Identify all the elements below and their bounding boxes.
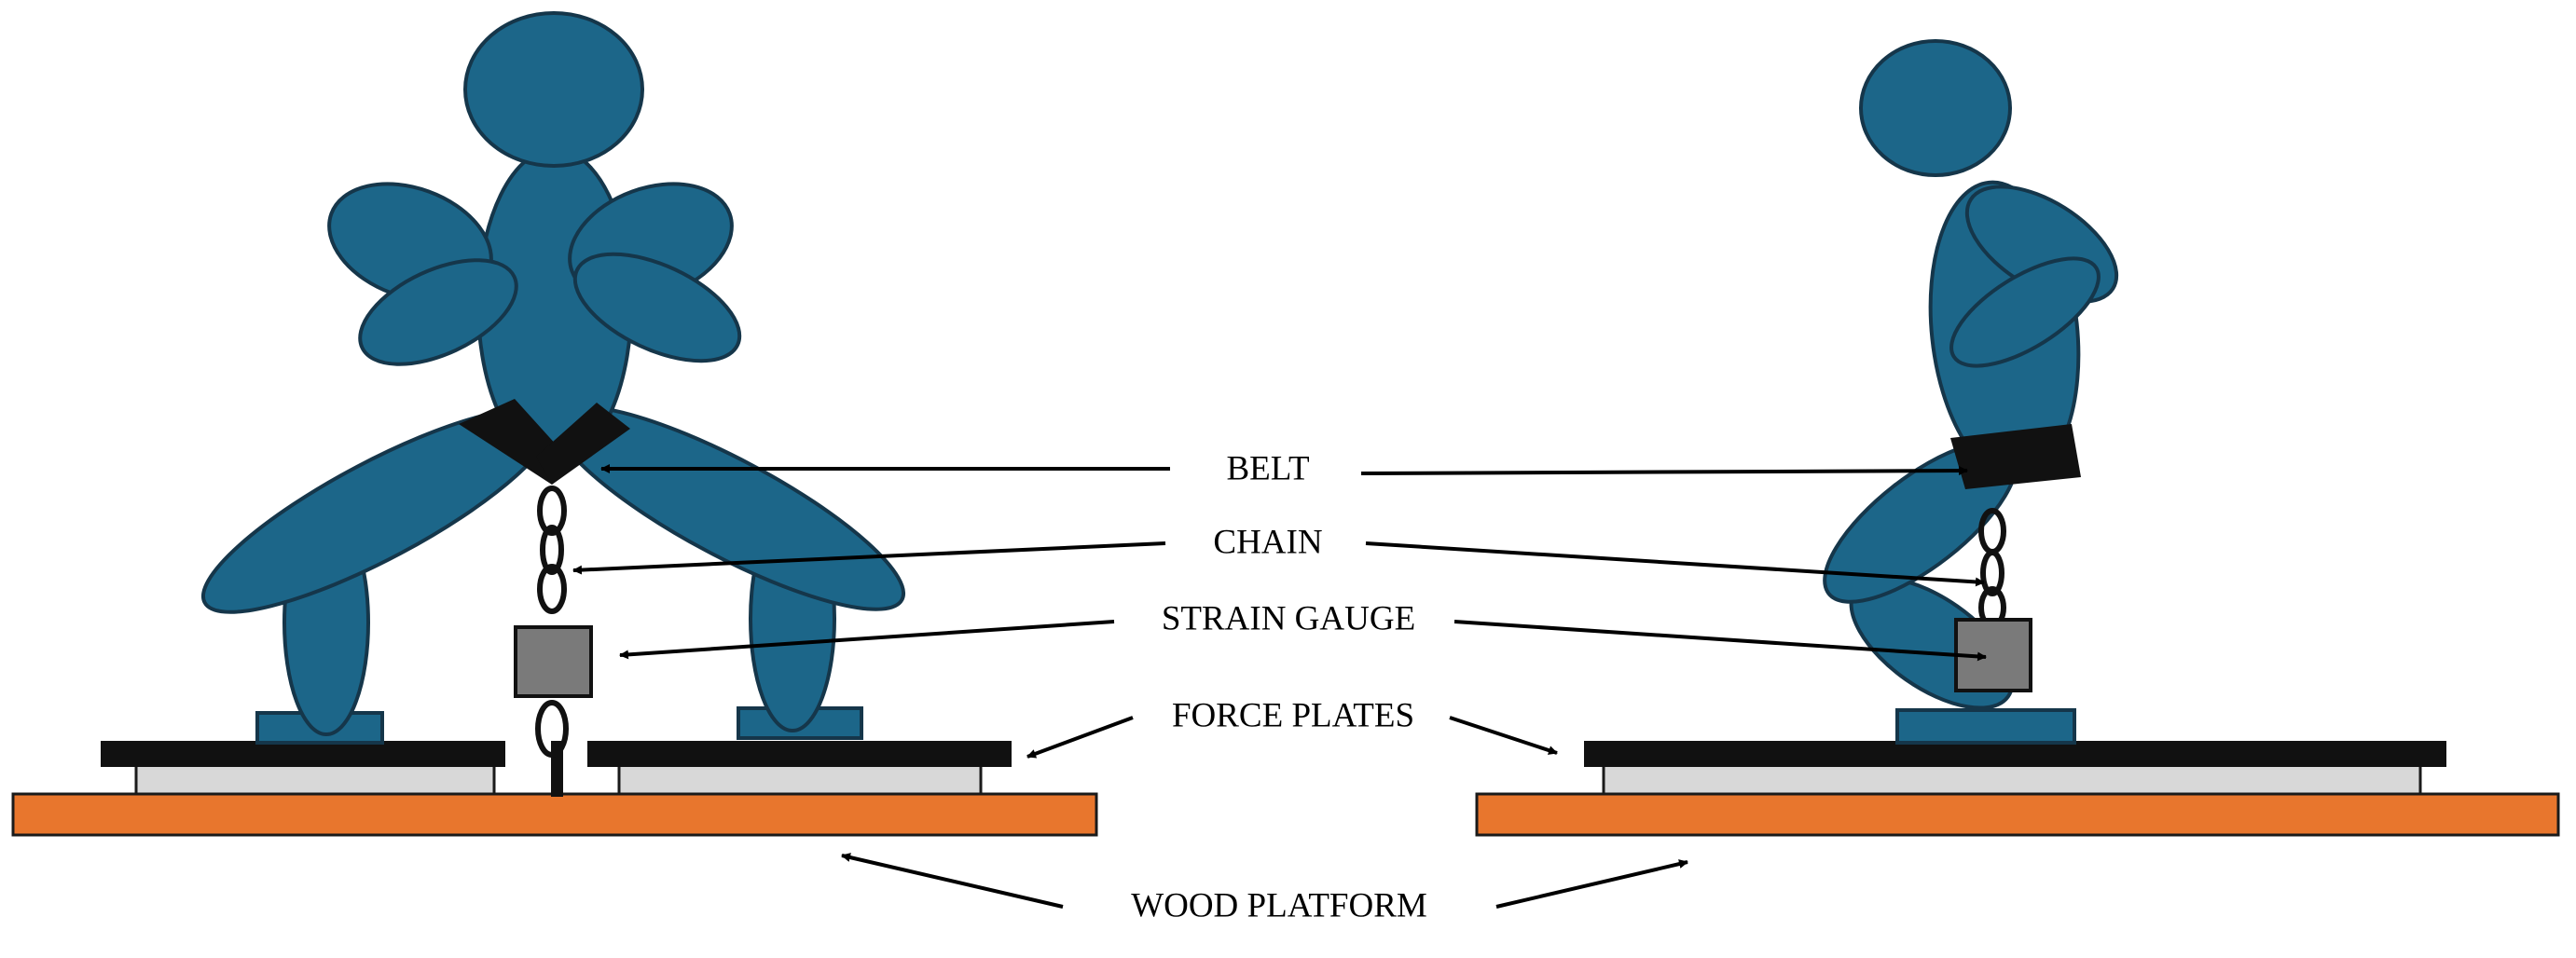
belt-label: BELT bbox=[1226, 449, 1309, 487]
left-wood-platform bbox=[11, 792, 1098, 837]
strain-gauge-arrow-right bbox=[1453, 620, 1987, 662]
right-force-plate bbox=[1584, 741, 2446, 796]
left-force-plate-1 bbox=[101, 741, 505, 796]
chain-arrow-left bbox=[572, 541, 1166, 575]
right-wood-platform bbox=[1475, 792, 2560, 837]
left-force-plate-2 bbox=[587, 741, 1012, 796]
force-plates-label: FORCE PLATES bbox=[1172, 696, 1414, 734]
strain-gauge-label: STRAIN GAUGE bbox=[1162, 599, 1415, 637]
annotation-arrows bbox=[572, 464, 1987, 909]
chain-label: CHAIN bbox=[1213, 523, 1322, 561]
left-setup bbox=[11, 11, 1098, 837]
strain-gauge-arrow-left bbox=[619, 620, 1115, 660]
labels: BELT CHAIN STRAIN GAUGE FORCE PLATES WOO… bbox=[1072, 449, 1487, 929]
belt-arrow-right bbox=[1360, 466, 1968, 476]
right-foot bbox=[1895, 708, 2076, 745]
force-plates-arrow-left bbox=[1026, 716, 1134, 759]
left-belt bbox=[459, 399, 630, 485]
wood-platform-label: WOOD PLATFORM bbox=[1131, 886, 1427, 924]
right-chain bbox=[1978, 508, 2006, 629]
wood-platform-arrow-left bbox=[841, 853, 1064, 909]
right-lifter-figure bbox=[1823, 39, 2119, 710]
force-plates-arrow-right bbox=[1449, 716, 1558, 755]
right-belt bbox=[1950, 424, 2081, 489]
wood-platform-arrow-right bbox=[1495, 859, 1688, 909]
left-strain-gauge bbox=[514, 625, 593, 698]
left-chain bbox=[535, 486, 569, 758]
chain-arrow-right bbox=[1365, 541, 1985, 587]
right-setup bbox=[1475, 39, 2560, 837]
